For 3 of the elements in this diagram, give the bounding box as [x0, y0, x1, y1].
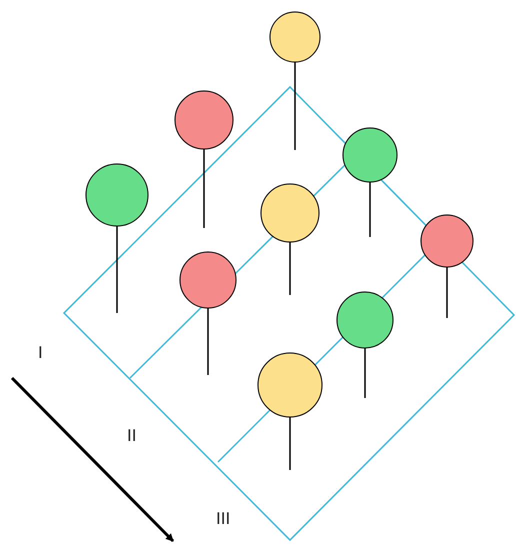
region-label: II: [127, 427, 136, 444]
region-label: III: [216, 510, 230, 527]
region-label: I: [38, 344, 43, 361]
